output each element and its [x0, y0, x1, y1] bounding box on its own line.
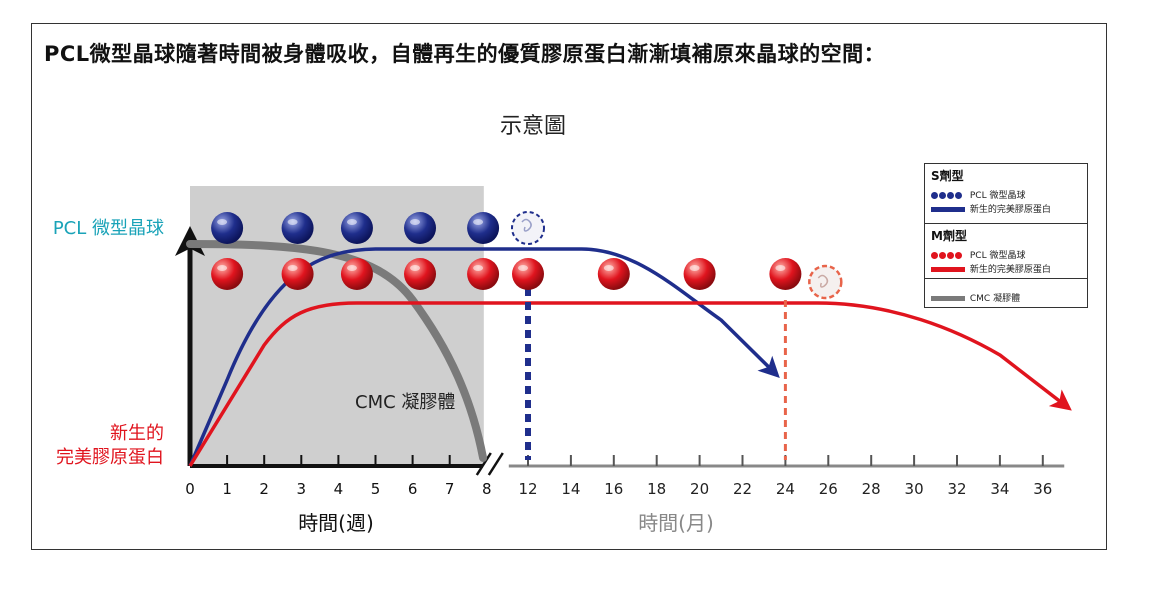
pcl-sphere-m	[597, 258, 630, 290]
legend-m-dots	[931, 251, 967, 261]
pcl-sphere-m	[281, 258, 314, 290]
absorbed-sphere-m-texture	[817, 274, 829, 288]
x-axis-label-months: 時間(月)	[638, 511, 714, 535]
page-title: PCL微型晶球隨著時間被身體吸收，自體再生的優質膠原蛋白漸漸填補原來晶球的空間：	[44, 42, 886, 66]
x-tick-label-week: 2	[259, 480, 269, 498]
legend-m-pcl-label: PCL 微型晶球	[969, 251, 1026, 261]
legend-s-pcl-row: PCL 微型晶球	[931, 188, 1025, 201]
x-tick-label-month: 14	[561, 480, 580, 498]
x-tick-label-week: 3	[297, 480, 307, 498]
pcl-sphere-m-highlight	[689, 265, 700, 271]
legend-s-collagen-row: 新生的完美膠原蛋白	[931, 202, 1051, 215]
legend-cmc-row: CMC 凝膠體	[931, 291, 1020, 304]
legend-m-section: M劑型 PCL 微型晶球 新生的完美膠原蛋白	[925, 224, 1087, 279]
pcl-sphere-s	[340, 212, 373, 244]
x-tick-label-week: 8	[482, 480, 492, 498]
pcl-sphere-m	[769, 258, 802, 290]
legend-s-title: S劑型	[931, 169, 964, 183]
x-tick-label-month: 32	[947, 480, 966, 498]
cmc-gel-curve	[186, 240, 488, 462]
cmc-annotation: CMC 凝膠體	[355, 392, 455, 413]
legend-m-title: M劑型	[931, 229, 967, 243]
pcl-sphere-m-highlight	[217, 265, 228, 271]
x-tick-label-month: 20	[690, 480, 709, 498]
absorbed-sphere-s-texture	[521, 218, 532, 232]
legend-m-collagen-row: 新生的完美膠原蛋白	[931, 262, 1051, 275]
series-line-m-collagen	[188, 301, 1072, 467]
absorbed-sphere-m	[808, 264, 843, 300]
series-line-s-collagen	[188, 247, 780, 467]
pcl-sphere-s-highlight	[346, 219, 357, 225]
legend-s-collagen-label: 新生的完美膠原蛋白	[969, 205, 1051, 215]
chart-subtitle: 示意圖	[500, 114, 567, 139]
pcl-sphere-s-highlight	[217, 219, 228, 225]
pcl-sphere-m-highlight	[346, 265, 357, 271]
pcl-sphere-s	[404, 212, 437, 244]
x-tick-label-week: 4	[334, 480, 344, 498]
x-tick-label-week: 7	[445, 480, 455, 498]
x-tick-label-month: 34	[990, 480, 1009, 498]
pcl-sphere-m	[404, 258, 437, 290]
x-tick-label-week: 0	[185, 480, 195, 498]
pcl-sphere-s	[467, 212, 500, 244]
x-tick-label-month: 36	[1033, 480, 1052, 498]
pcl-sphere-m-highlight	[775, 265, 786, 271]
pcl-sphere-m-highlight	[473, 265, 484, 271]
x-tick-label-month: 24	[776, 480, 795, 498]
legend-s-section: S劑型 PCL 微型晶球 新生的完美膠原蛋白	[925, 164, 1087, 224]
pcl-sphere-m	[512, 258, 544, 290]
pcl-sphere-m	[211, 258, 244, 290]
axis-break-mark	[487, 452, 504, 476]
legend-cmc-swatch	[931, 296, 965, 301]
axis-break-mark	[475, 452, 492, 476]
pcl-sphere-m	[683, 258, 716, 290]
x-tick-label-month: 16	[604, 480, 623, 498]
pcl-sphere-s-highlight	[287, 219, 298, 225]
x-axis-label-weeks: 時間(週)	[298, 511, 374, 535]
legend-cmc-label: CMC 凝膠體	[969, 294, 1021, 304]
x-tick-label-week: 5	[371, 480, 381, 498]
pcl-sphere-m-highlight	[287, 265, 298, 271]
pcl-sphere-m-highlight	[518, 265, 528, 271]
pcl-sphere-m-highlight	[603, 265, 614, 271]
pcl-sphere-m	[467, 258, 500, 290]
pcl-sphere-s	[211, 212, 244, 244]
legend-m-collagen-swatch	[931, 267, 965, 272]
x-tick-label-month: 22	[733, 480, 752, 498]
x-tick-label-month: 12	[518, 480, 537, 498]
pcl-sphere-s-highlight	[473, 219, 484, 225]
legend-s-collagen-swatch	[931, 207, 965, 212]
y-label-pcl: PCL 微型晶球	[53, 218, 164, 239]
x-tick-label-month: 18	[647, 480, 666, 498]
x-tick-label-week: 1	[222, 480, 232, 498]
x-tick-label-month: 28	[862, 480, 881, 498]
pcl-sphere-s	[281, 212, 314, 244]
pcl-sphere-m-highlight	[410, 265, 421, 271]
x-tick-label-month: 30	[905, 480, 924, 498]
pcl-sphere-m	[340, 258, 373, 290]
y-label-collagen-line2: 完美膠原蛋白	[56, 447, 164, 468]
legend-s-pcl-label: PCL 微型晶球	[969, 191, 1026, 201]
chart-legend: S劑型 PCL 微型晶球 新生的完美膠原蛋白 M劑型 PCL 微型晶球 新生的完…	[924, 163, 1088, 308]
x-tick-label-month: 26	[819, 480, 838, 498]
x-tick-label-week: 6	[408, 480, 418, 498]
absorbed-sphere-s	[511, 211, 545, 245]
legend-m-pcl-row: PCL 微型晶球	[931, 248, 1025, 261]
legend-m-collagen-label: 新生的完美膠原蛋白	[969, 265, 1051, 275]
pcl-sphere-s-highlight	[410, 219, 421, 225]
legend-s-dots	[931, 191, 967, 201]
y-label-collagen-line1: 新生的	[110, 423, 164, 444]
